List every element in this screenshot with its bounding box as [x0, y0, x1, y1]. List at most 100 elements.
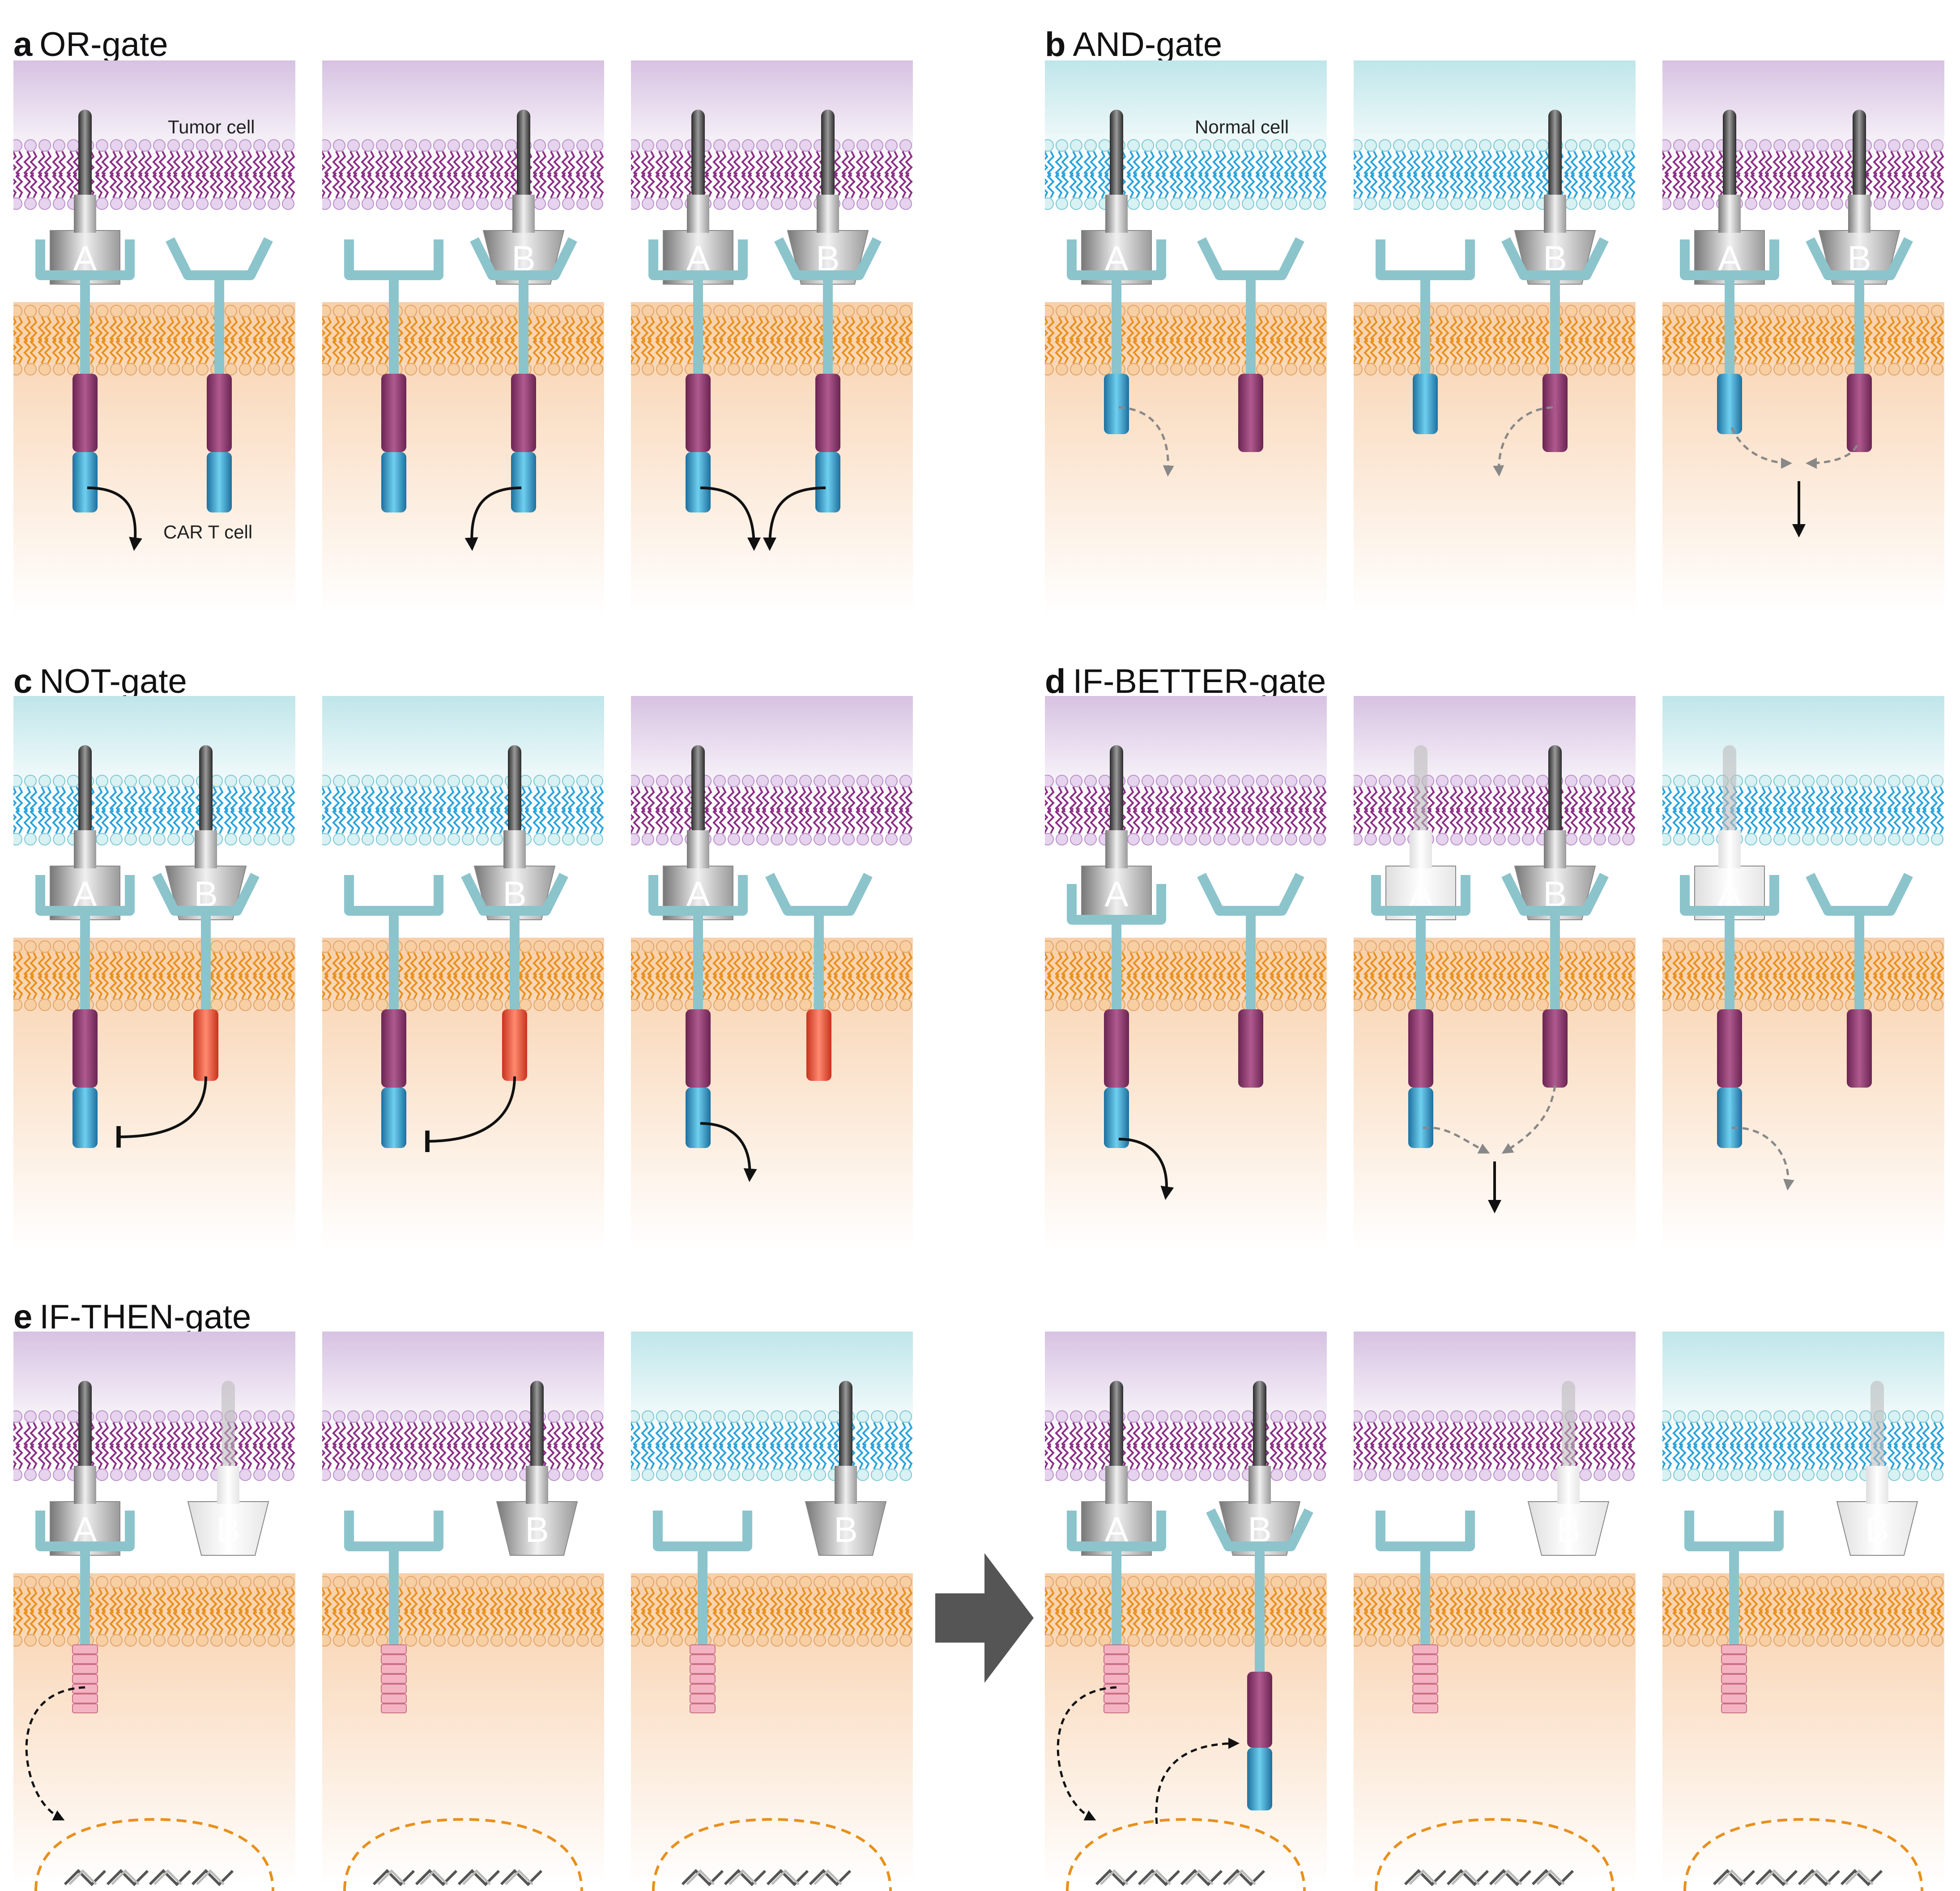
svg-text:B: B	[1556, 1510, 1580, 1550]
svg-text:B: B	[216, 1510, 240, 1550]
or-gate-unit-2: B	[322, 60, 604, 620]
tcell-membrane	[1662, 1576, 1944, 1647]
activation-arrow	[464, 487, 522, 551]
tcell-membrane	[631, 1576, 913, 1647]
partial-signal-arrow	[1493, 406, 1553, 477]
car-b	[166, 237, 273, 512]
induced-car-b	[1206, 1508, 1313, 1810]
activation-arrow	[763, 487, 826, 551]
car-a	[35, 239, 135, 512]
car-a	[1067, 239, 1166, 434]
tcell-membrane	[1662, 305, 1944, 376]
antigen-b-unbound: B	[187, 1381, 269, 1556]
partial-signal-arrow	[1118, 406, 1174, 477]
car-a	[35, 875, 135, 1148]
car-b	[1197, 237, 1304, 452]
tcell-membrane	[322, 305, 604, 376]
target-cell-membrane	[1354, 775, 1636, 845]
car-b	[1806, 237, 1913, 452]
if-then-unit-5: B	[1354, 1332, 1636, 1891]
partial-signal-arrow	[1730, 427, 1792, 469]
partial-signal-arrow	[1806, 444, 1858, 469]
normal-cell-label: Normal cell	[1195, 116, 1289, 137]
tcell-membrane	[322, 940, 604, 1011]
tcell-membrane	[1045, 1576, 1327, 1647]
tcell-membrane	[1354, 1576, 1636, 1647]
synnotch-receptor-a	[1376, 1511, 1475, 1713]
if-better-unit-1: A	[1045, 696, 1327, 1255]
synnotch-receptor-a	[1684, 1511, 1784, 1713]
synnotch-receptor-a	[653, 1511, 752, 1713]
car-b	[774, 237, 882, 512]
car-a	[1067, 884, 1166, 1148]
activation-arrow	[1118, 1138, 1174, 1200]
antigen-b: B	[805, 1381, 887, 1556]
svg-text:B: B	[1865, 1510, 1889, 1550]
car-b	[470, 237, 577, 512]
if-then-unit-3: B	[631, 1332, 913, 1891]
not-gate-unit-3: A	[631, 696, 913, 1255]
and-gate-unit-2: B	[1354, 60, 1636, 620]
transcription-arrow	[1057, 1686, 1117, 1821]
inhibitory-car-b	[152, 873, 260, 1081]
antigen-a: A	[1081, 745, 1152, 920]
tumor-cell-label: Tumor cell	[168, 116, 255, 137]
target-cell-membrane	[322, 775, 604, 845]
synnotch-receptor-a	[1067, 1511, 1166, 1713]
tcell-membrane	[1662, 940, 1944, 1011]
synnotch-receptor-a	[344, 1511, 443, 1713]
antigen-b: B	[496, 1381, 578, 1556]
transcription-arrow	[25, 1686, 85, 1821]
inhibitory-car-b	[765, 873, 873, 1081]
target-cell-membrane	[13, 139, 295, 210]
svg-text:B: B	[525, 1510, 549, 1550]
car-b	[1806, 873, 1913, 1088]
car-b	[1501, 873, 1609, 1088]
car-a	[1680, 875, 1779, 1148]
inhibition-arrow	[425, 1076, 516, 1153]
car-t-cell-label: CAR T cell	[163, 521, 253, 542]
transition-arrow-icon	[935, 1553, 1034, 1683]
inhibitory-car-b	[461, 873, 568, 1081]
weak-signal-arrow	[1731, 1127, 1794, 1191]
partial-signal-arrow	[1423, 1126, 1490, 1154]
car-a	[648, 875, 748, 1148]
car-a	[1680, 239, 1779, 434]
target-cell-membrane	[1354, 139, 1636, 210]
tcell-membrane	[1045, 940, 1327, 1011]
expression-arrow	[1155, 1737, 1240, 1824]
activation-arrow	[700, 1122, 757, 1182]
if-better-unit-3: A	[1662, 696, 1944, 1255]
car-a	[1376, 239, 1475, 434]
if-then-unit-2: B	[322, 1332, 604, 1891]
tcell-membrane	[1045, 305, 1327, 376]
synnotch-receptor-a	[35, 1511, 135, 1713]
tcell-membrane	[1354, 940, 1636, 1011]
car-b	[1197, 873, 1304, 1088]
tcell-membrane	[631, 940, 913, 1011]
not-gate-unit-2: B	[322, 696, 604, 1255]
activation-arrow	[87, 487, 142, 551]
antigen-b-unbound: B	[1527, 1381, 1610, 1556]
partial-signal-arrow	[1501, 1085, 1556, 1154]
car-a	[344, 875, 443, 1148]
svg-text:A: A	[1104, 874, 1129, 914]
target-cell-membrane	[322, 139, 604, 210]
antigen-b-unbound: B	[1836, 1381, 1918, 1556]
car-a	[344, 239, 443, 512]
target-cell-membrane	[1662, 1410, 1944, 1481]
target-cell-membrane	[631, 775, 913, 845]
